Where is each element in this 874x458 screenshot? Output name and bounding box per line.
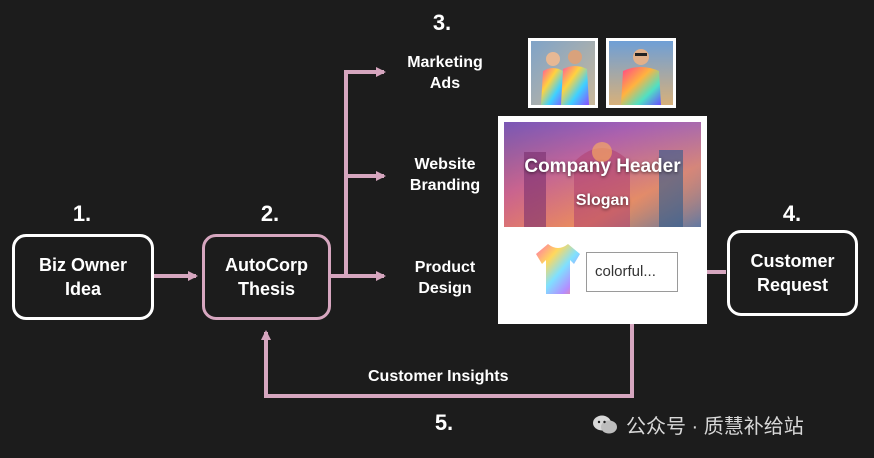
marketing-photo-2 xyxy=(606,38,676,108)
output-product-line2: Design xyxy=(418,280,472,297)
node-biz-owner-idea: Biz Owner Idea xyxy=(12,234,154,320)
output-marketing-line1: Marketing xyxy=(407,54,483,71)
output-website-line1: Website xyxy=(414,156,476,173)
tshirt-icon xyxy=(534,242,582,301)
product-prompt-input[interactable]: colorful... xyxy=(586,252,678,292)
step-number-1: 1. xyxy=(72,201,92,226)
banner-image xyxy=(504,122,701,227)
company-header-text: Company Header xyxy=(524,156,681,177)
output-marketing-line2: Ads xyxy=(429,75,461,92)
output-product-design: Product Design xyxy=(392,257,498,299)
website-banner: Company Header Slogan xyxy=(504,122,701,227)
node-biz-owner-line2: Idea xyxy=(64,279,101,299)
marketing-photo-1 xyxy=(528,38,598,108)
slogan-text: Slogan xyxy=(575,192,630,209)
node-customer-line1: Customer xyxy=(750,251,835,271)
output-product-line1: Product xyxy=(414,259,476,276)
node-customer-request: Customer Request xyxy=(727,230,858,316)
node-autocorp-line1: AutoCorp xyxy=(225,255,308,275)
marketing-photo-2-image xyxy=(609,41,673,105)
wechat-icon xyxy=(593,415,617,433)
marketing-photo-1-image xyxy=(531,41,595,105)
watermark-text: 公众号 · 质慧补给站 xyxy=(626,416,804,438)
edge-feedback-loop xyxy=(261,296,634,398)
step-number-3: 3. xyxy=(432,10,452,35)
step-number-5: 5. xyxy=(434,410,454,435)
node-biz-owner-line1: Biz Owner xyxy=(38,255,127,275)
node-customer-line2: Request xyxy=(756,275,828,295)
step-number-4: 4. xyxy=(782,201,802,226)
node-autocorp-line2: Thesis xyxy=(237,279,295,299)
output-marketing-ads: Marketing Ads xyxy=(392,52,498,94)
step-number-2: 2. xyxy=(260,201,280,226)
watermark: 公众号 · 质慧补给站 xyxy=(592,410,804,439)
customer-insights-label: Customer Insights xyxy=(368,368,509,385)
output-website-branding: Website Branding xyxy=(392,154,498,196)
website-mockup-card: Company Header Slogan colorful... xyxy=(498,116,707,324)
node-autocorp-thesis: AutoCorp Thesis xyxy=(202,234,331,320)
output-website-line2: Branding xyxy=(409,177,481,194)
